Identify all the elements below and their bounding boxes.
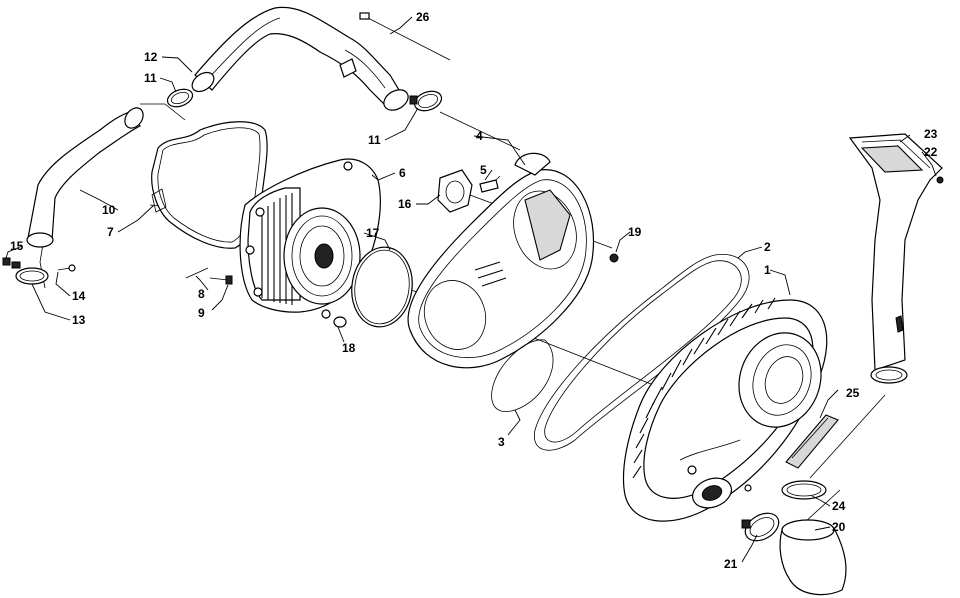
screw-part-22 [936, 176, 944, 184]
callout-25: 25 [846, 386, 860, 400]
decal-part-25 [785, 414, 839, 469]
callout-14: 14 [72, 289, 86, 303]
exhaust-duct-part-23 [848, 133, 943, 384]
callout-19: 19 [628, 225, 642, 239]
callout-9: 9 [198, 306, 205, 320]
intake-duct [191, 6, 409, 111]
clamp-part-11-right [409, 90, 443, 112]
callout-17: 17 [366, 226, 380, 240]
callout-1: 1 [764, 263, 771, 277]
o-ring-part-17 [351, 246, 413, 328]
callout-4: 4 [476, 129, 483, 143]
nut-part-15 [2, 257, 11, 266]
pin-part-8 [185, 267, 209, 279]
cable-tie-part-26 [359, 12, 451, 61]
clamp-part-24 [781, 480, 827, 500]
callout-6: 6 [399, 166, 406, 180]
fan-housing-part-6 [239, 158, 381, 313]
callout-11-right: 11 [368, 133, 381, 147]
callout-labels: 26 12 11 11 4 5 16 6 10 7 15 14 13 8 9 1… [10, 10, 938, 571]
callout-20: 20 [832, 520, 846, 534]
clamp-part-21 [741, 512, 780, 542]
callout-11-left: 11 [144, 71, 157, 85]
inner-cover-ribs [474, 261, 507, 287]
clamp-part-11-left [166, 88, 194, 108]
outer-cover-part-1 [622, 297, 828, 522]
fitting-part-5 [479, 175, 501, 193]
callout-16: 16 [398, 197, 412, 211]
screw-part-19 [609, 253, 619, 263]
callout-12: 12 [144, 50, 158, 64]
plate-part-16 [437, 169, 473, 213]
callout-26: 26 [416, 10, 430, 24]
callout-22: 22 [924, 145, 938, 159]
callout-8: 8 [198, 287, 205, 301]
callout-23: 23 [924, 127, 938, 141]
inner-cover-part-4 [407, 152, 594, 369]
callout-2: 2 [764, 240, 771, 254]
outer-cover-fins [632, 297, 776, 479]
screw-part-14 [57, 264, 76, 272]
clamp-part-13 [11, 261, 49, 285]
bolt-part-9 [209, 275, 233, 285]
callout-24: 24 [832, 499, 846, 513]
leader-lines [5, 16, 937, 563]
drive-belt-part-2 [533, 253, 750, 451]
callout-18: 18 [342, 341, 356, 355]
callout-5: 5 [480, 163, 487, 177]
callout-21: 21 [724, 557, 738, 571]
bushing-part-18 [321, 309, 347, 328]
callout-13: 13 [72, 313, 86, 327]
callout-15: 15 [10, 239, 24, 253]
callout-10: 10 [102, 203, 116, 217]
snap-ring-part-3 [491, 339, 554, 412]
callout-7: 7 [107, 225, 114, 239]
left-duct-part-10 [26, 107, 144, 248]
boot-part-20 [779, 519, 847, 596]
callout-3: 3 [498, 435, 505, 449]
